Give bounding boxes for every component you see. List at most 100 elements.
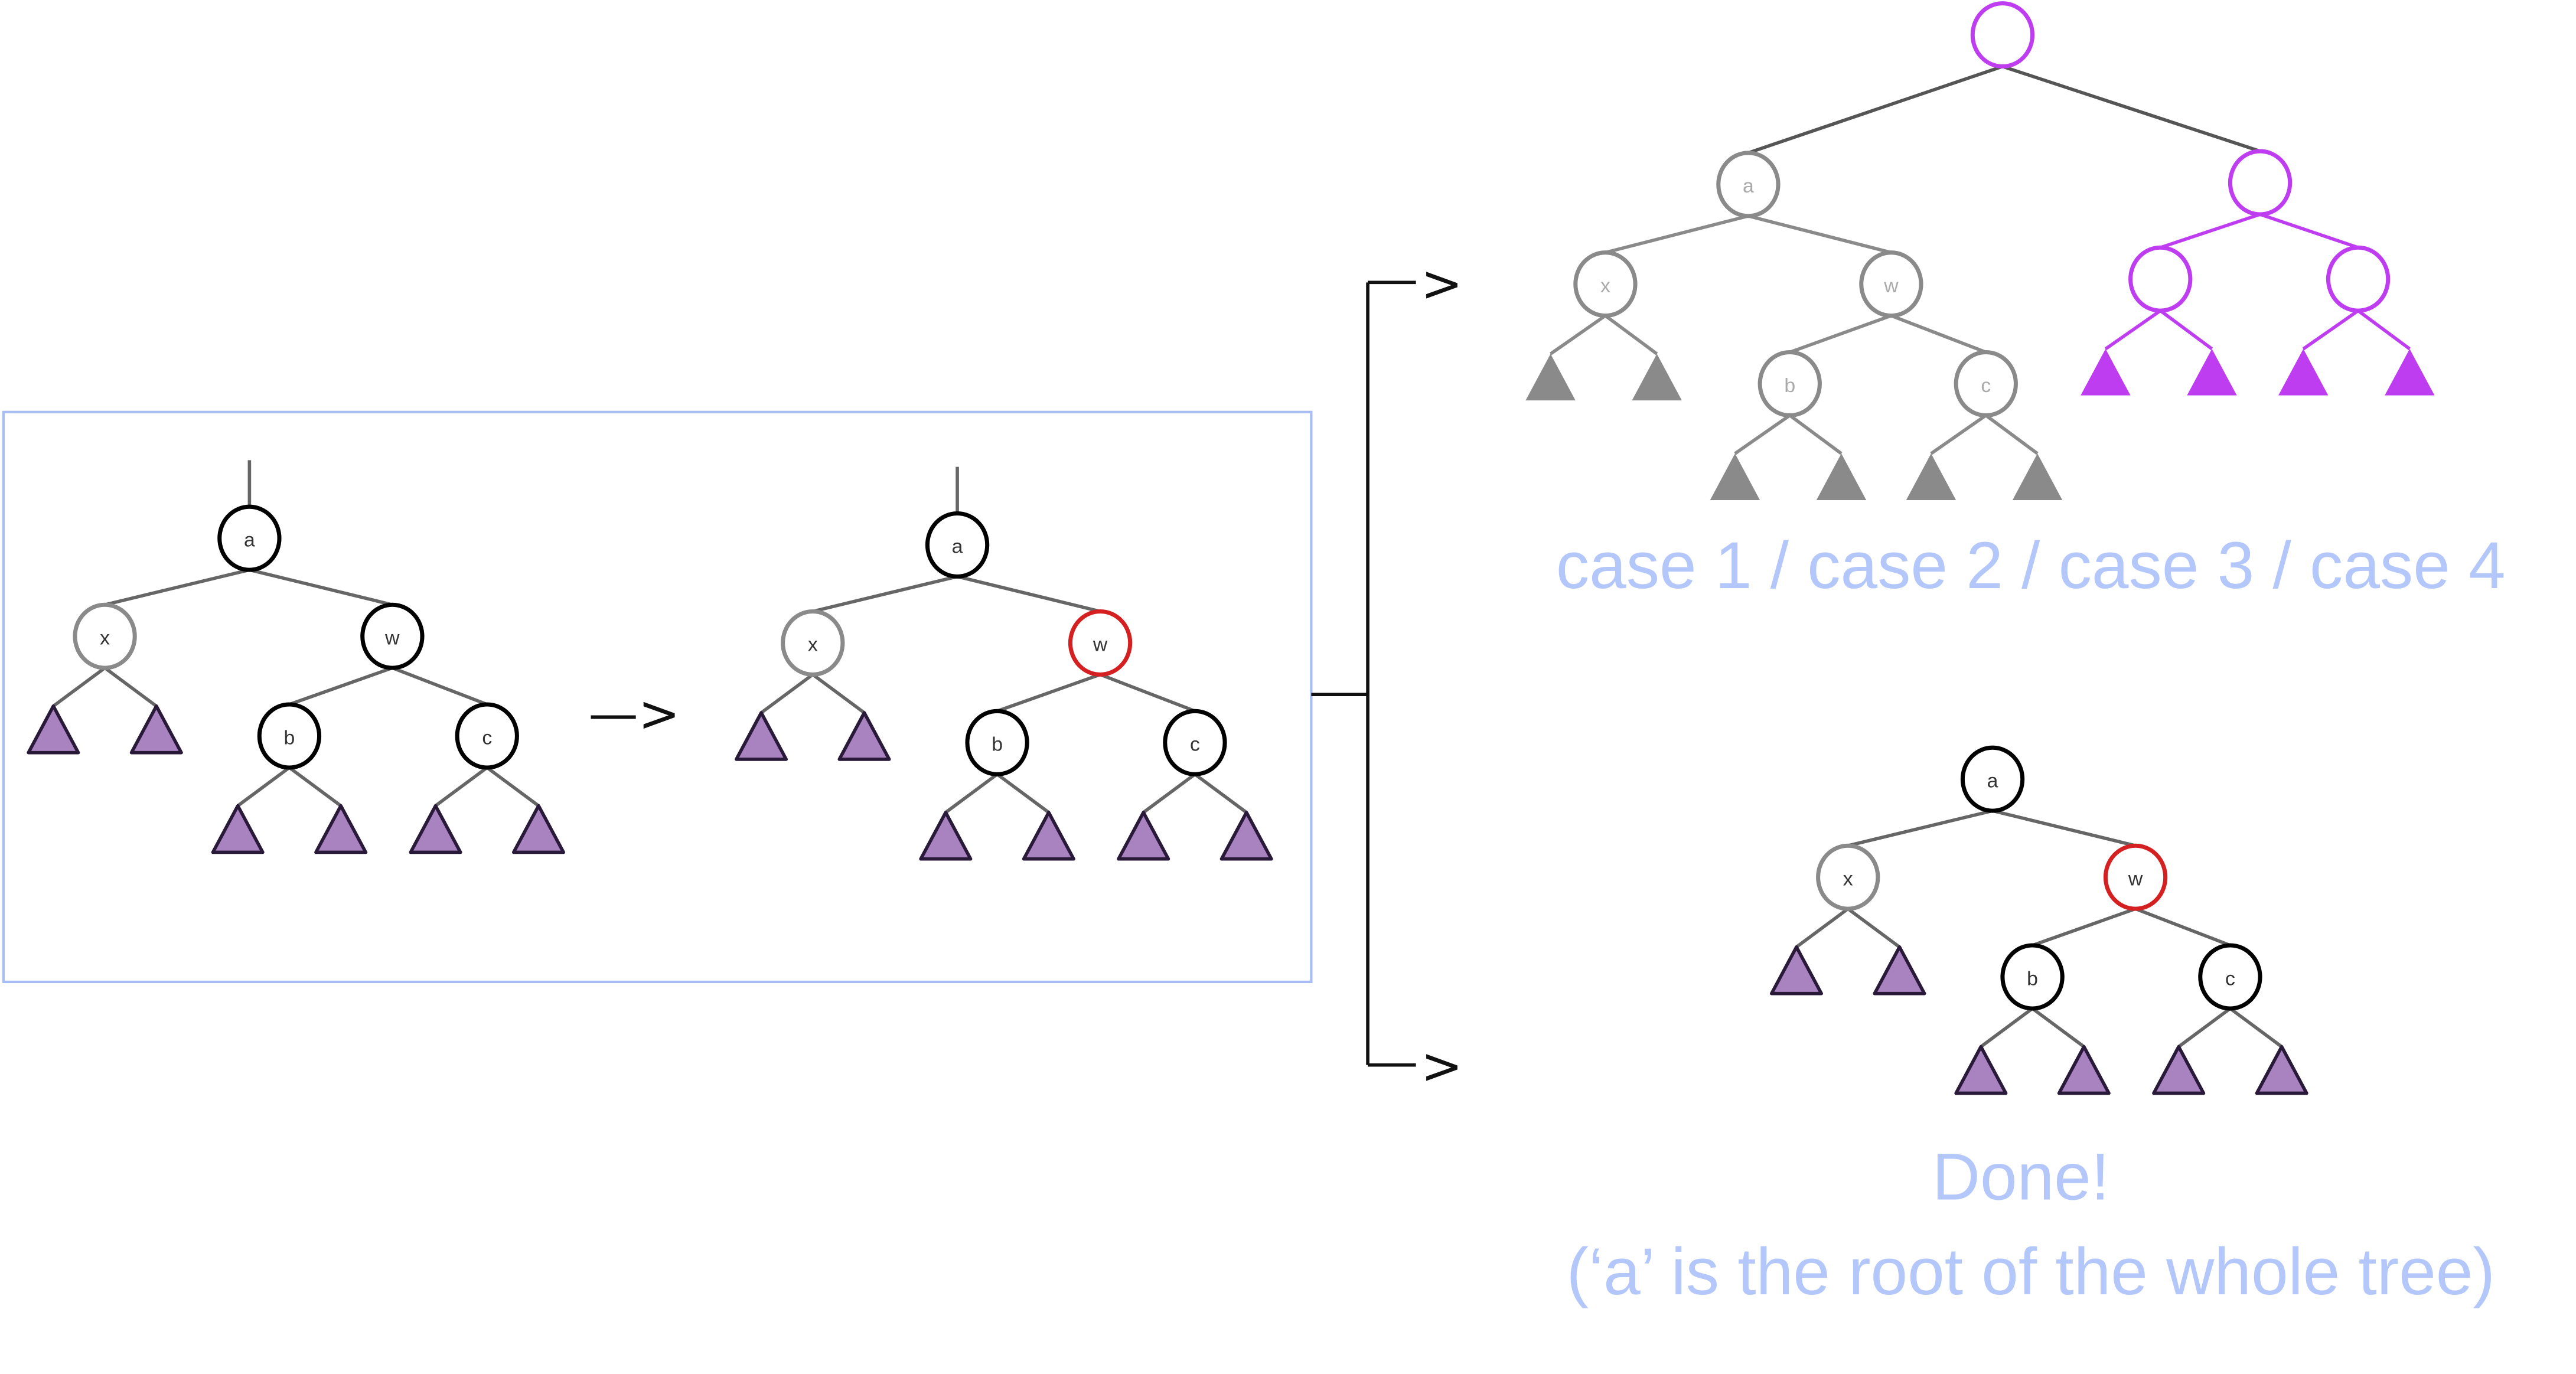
tree-edge (1194, 772, 1248, 814)
tree-edge (996, 673, 1101, 713)
tree-edge (237, 766, 291, 807)
subtree-triangle (2081, 348, 2131, 396)
highlight-box (2, 410, 1313, 984)
done-node-w: w (2103, 843, 2168, 911)
after-node-x: x (781, 609, 845, 677)
done-node-b: b (2000, 943, 2065, 1011)
subtree-triangle (1525, 354, 1576, 401)
tree-edge (249, 568, 393, 606)
done-node-b-circle (2000, 943, 2065, 1011)
subtree-triangle (2057, 1045, 2111, 1095)
tree-edge (2031, 1007, 2085, 1048)
case-node-root-circle (1970, 1, 2035, 69)
tree-edge (957, 575, 1101, 613)
case-node-right-left-circle (2128, 245, 2193, 313)
branch-arrow-top: > (1421, 254, 1463, 312)
after-node-b-circle (965, 709, 1029, 776)
subtree-triangle (2187, 348, 2237, 396)
case-node-w-label: w (1883, 275, 1899, 297)
tree-edge (1930, 414, 1987, 455)
before-node-c: c (455, 702, 519, 770)
tree-edge (486, 766, 540, 807)
subtree-triangle (1954, 1045, 2008, 1095)
tree-edge (1985, 414, 2039, 455)
tree-edge (1747, 64, 2003, 155)
before-node-a-label: a (244, 528, 255, 551)
case-node-right-left (2128, 245, 2193, 313)
tree-edge (103, 666, 158, 708)
tree-edge (1980, 1007, 2034, 1048)
case-node-b-label: b (1784, 374, 1795, 397)
tree-edge (2160, 213, 2261, 249)
tree-edge (1847, 809, 1993, 847)
subtree-triangle (2152, 1045, 2206, 1095)
done-node-c: c (2198, 943, 2262, 1011)
tree-edge (1795, 907, 1849, 949)
case-node-a: a (1716, 151, 1781, 218)
before-node-b-circle (257, 702, 322, 770)
after-node-c-circle (1163, 709, 1227, 776)
case-node-root (1970, 1, 2035, 69)
done-node-x-label: x (1843, 867, 1853, 890)
before-node-c-circle (455, 702, 519, 770)
tree-edge (104, 568, 250, 606)
subtree-triangle (2012, 453, 2063, 500)
tree-edge (1992, 809, 2136, 847)
subtree-triangle (1632, 354, 1682, 401)
transition-arrow: —> (588, 685, 680, 743)
subtree-triangle (1022, 811, 1075, 861)
tree-edge (1789, 414, 1843, 455)
before-node-b: b (257, 702, 322, 770)
done-node-a: a (1960, 745, 2025, 813)
before-node-c-label: c (482, 726, 492, 749)
case-node-c: c (1954, 350, 2018, 417)
after-node-a-circle (925, 511, 990, 579)
before-node-a: a (217, 504, 282, 572)
tree-edge (2002, 64, 2261, 153)
done-node-x-circle (1816, 843, 1880, 911)
case-node-right-right-circle (2326, 245, 2391, 313)
subtree-triangle (2255, 1045, 2308, 1095)
case-node-c-label: c (1981, 374, 1991, 397)
subtree-triangle (409, 804, 462, 854)
done-node-a-circle (1960, 745, 2025, 813)
subtree-triangle (511, 804, 566, 854)
tree-edge (1604, 314, 1658, 355)
after-node-x-label: x (808, 634, 818, 656)
branch-bracket (1311, 280, 1416, 1067)
tree-edge (811, 673, 866, 714)
subtree-triangle (2385, 348, 2435, 396)
done-node-c-label: c (2225, 967, 2235, 990)
before-node-w-circle (360, 602, 425, 670)
tree-edge (2032, 907, 2136, 947)
subtree-triangle (1769, 945, 1824, 996)
done-node-b-label: b (2027, 967, 2038, 990)
done-node-c-circle (2198, 943, 2262, 1011)
done-node-w-circle (2103, 843, 2168, 911)
subtree-triangle (1710, 453, 1760, 500)
tree-edge (2135, 907, 2231, 947)
tree-edge (1789, 314, 1892, 354)
subtree-triangle (1816, 453, 1867, 500)
case-node-right (2228, 149, 2293, 217)
tree-edge (1734, 414, 1791, 455)
tree-edge (288, 666, 393, 706)
subtree-triangle (1873, 945, 1926, 996)
done-caption: Done! (1932, 1140, 2109, 1214)
before-node-x-circle (73, 602, 137, 670)
tree-edge (2104, 309, 2161, 351)
after-node-a-label: a (952, 536, 963, 558)
after-node-x-circle (781, 609, 845, 677)
tree-edge (288, 766, 342, 807)
subtree-triangle (27, 704, 80, 755)
case-node-w-circle (1859, 250, 1923, 318)
done-node-w-label: w (2128, 867, 2143, 890)
subtree-triangle (2278, 348, 2329, 396)
tree-edge (2177, 1007, 2232, 1048)
before-node-x: x (73, 602, 137, 670)
case-node-c-circle (1954, 350, 2018, 417)
case-node-right-circle (2228, 149, 2293, 217)
done-note: (‘a’ is the root of the whole tree) (1567, 1234, 2495, 1308)
subtree-triangle (129, 704, 183, 755)
